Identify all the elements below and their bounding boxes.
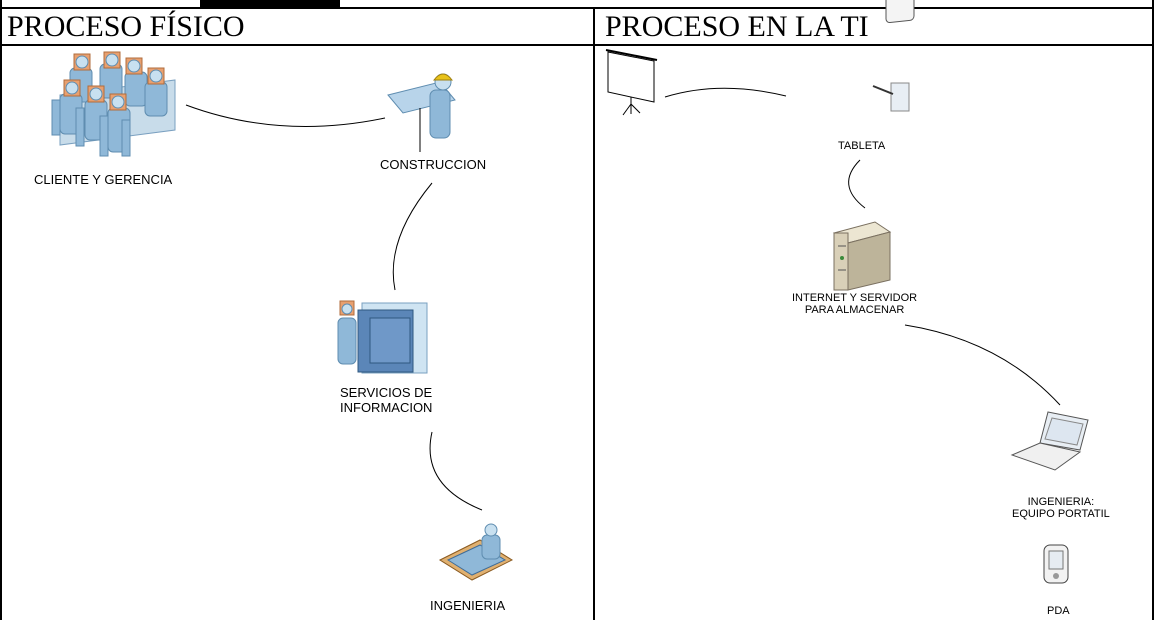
header-right: PROCESO EN LA TI xyxy=(605,10,869,43)
connector-server-laptop xyxy=(904,324,1061,406)
label-laptop-line2: EQUIPO PORTATIL xyxy=(1012,508,1110,520)
label-server: INTERNET Y SERVIDOR PARA ALMACENAR xyxy=(792,292,917,316)
header-left: PROCESO FÍSICO xyxy=(7,10,245,43)
connector-screen-tablet xyxy=(664,87,787,98)
label-server-line2: PARA ALMACENAR xyxy=(804,304,905,316)
label-construction: CONSTRUCCION xyxy=(380,157,487,172)
connector-construction-info xyxy=(392,182,433,291)
label-tablet: TABLETA xyxy=(838,140,886,152)
connector-info-engineering xyxy=(429,431,483,511)
label-laptop-line1: INGENIERIA: xyxy=(1027,496,1095,508)
label-engineering: INGENIERIA xyxy=(430,598,506,613)
label-server-line1: INTERNET Y SERVIDOR xyxy=(792,292,918,304)
label-pda: PDA xyxy=(1047,605,1070,617)
connector-tablet-server xyxy=(848,159,866,209)
connector-client-construction xyxy=(185,104,386,127)
label-info-services-line1: SERVICIOS DE xyxy=(340,385,433,400)
label-laptop: INGENIERIA: EQUIPO PORTATIL xyxy=(1012,496,1110,520)
label-info-services: SERVICIOS DE INFORMACION xyxy=(340,385,432,415)
label-info-services-line2: INFORMACION xyxy=(340,400,433,415)
label-client: CLIENTE Y GERENCIA xyxy=(34,172,173,187)
